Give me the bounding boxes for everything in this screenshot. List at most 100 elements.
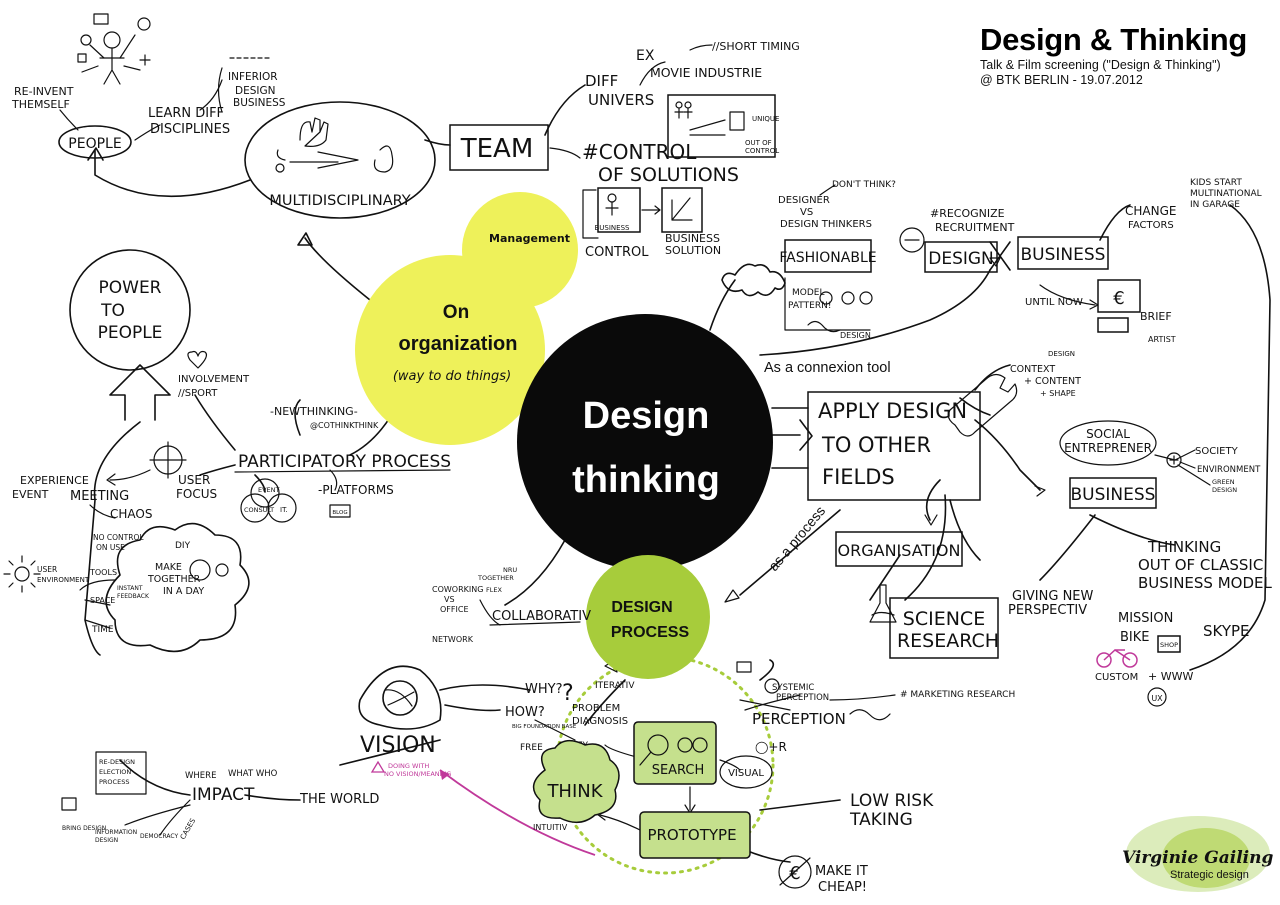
platforms-label: -PLATFORMS xyxy=(318,483,394,497)
systemic-1: SYSTEMIC xyxy=(772,683,814,693)
make-together-2: TOGETHER xyxy=(147,574,201,585)
connexion-tool-label: As a connexion tool xyxy=(764,360,891,376)
warning-1: DOING WITH xyxy=(388,762,429,770)
person-icon xyxy=(77,13,151,85)
collaborativ-label: COLLABORATIV xyxy=(492,609,591,624)
social-2: ENTREPRENER xyxy=(1064,441,1152,455)
participatory-cluster: POWER TO PEOPLE INVOLVEMENT //SPORT -NEW… xyxy=(3,249,451,653)
blog-label: BLOG xyxy=(332,510,347,516)
involvement-1: INVOLVEMENT xyxy=(178,374,250,385)
designer-3: DESIGN THINKERS xyxy=(780,219,872,230)
design-small-label: DESIGN xyxy=(840,331,871,340)
no-control-1: NO CONTROL xyxy=(93,533,144,542)
mission-1: MISSION xyxy=(1118,611,1173,626)
giving-1: GIVING NEW xyxy=(1012,589,1094,604)
consult-label: CONSULT xyxy=(244,506,274,514)
context-1: CONTEXT xyxy=(1010,364,1055,375)
user-env-1: USER xyxy=(37,565,57,574)
header: Design & Thinking Talk & Film screening … xyxy=(980,22,1270,88)
apply-2: TO OTHER xyxy=(821,433,931,457)
instant-feedback-2: FEEDBACK xyxy=(117,593,150,600)
redesign-3: PROCESS xyxy=(99,778,129,786)
make-together-1: MAKE xyxy=(155,562,182,573)
problem-1: PROBLEM xyxy=(572,703,620,714)
design-word: DESIGN xyxy=(928,249,994,269)
democracy-label: DEMOCRACY xyxy=(140,833,179,840)
as-a-process-label: as a process xyxy=(765,503,828,574)
space-label: SPACE xyxy=(90,596,115,605)
context-3: + SHAPE xyxy=(1040,389,1076,398)
make-cheap-2: CHEAP! xyxy=(818,880,867,895)
signature-name: Virginie Gailing xyxy=(1122,848,1274,868)
bring-label: BRING DESIGN xyxy=(62,825,106,832)
iterativ-label: ITERATIV xyxy=(595,681,635,691)
science-1: SCIENCE xyxy=(903,608,985,630)
giving-2: PERSPECTIV xyxy=(1008,603,1087,618)
flask-icon xyxy=(869,584,897,623)
kids-1: KIDS START xyxy=(1190,178,1242,188)
recognize-2: RECRUITMENT xyxy=(935,221,1015,234)
marketing-label: # MARKETING RESEARCH xyxy=(900,690,1015,700)
model-2: PATTERN! xyxy=(788,301,831,311)
movie-industrie: MOVIE INDUSTRIE xyxy=(650,65,762,80)
the-world-label: THE WORLD xyxy=(299,792,379,807)
team-figures-icon xyxy=(674,101,745,136)
nru-label: NRU xyxy=(503,566,517,574)
involvement-2: //SPORT xyxy=(178,388,218,399)
subtitle-line-2: @ BTK BERLIN - 19.07.2012 xyxy=(980,73,1143,87)
it-label: IT. xyxy=(280,506,288,514)
together-2: FLEX xyxy=(486,586,502,594)
impact-label: IMPACT xyxy=(192,785,255,805)
design-process-title-2: PROCESS xyxy=(611,624,690,641)
diy-label: DIY xyxy=(175,541,191,551)
people-cluster: RE-INVENT THEMSELF PEOPLE LEARN DIFF DIS… xyxy=(11,13,436,219)
reinvent-2: THEMSELF xyxy=(11,98,70,111)
business-small: BUSINESS xyxy=(595,224,631,232)
learn-2: DISCIPLINES xyxy=(150,122,230,137)
www-label: + WWW xyxy=(1148,670,1193,683)
recognize-1: #RECOGNIZE xyxy=(930,207,1005,220)
context-2: + CONTENT xyxy=(1024,376,1081,387)
information-2: DESIGN xyxy=(95,837,118,844)
signature-role: Strategic design xyxy=(1170,869,1249,881)
svg-text:◯+R: ◯+R xyxy=(755,740,787,754)
management-label: Management xyxy=(489,232,570,245)
together-1: TOGETHER xyxy=(477,574,514,582)
sun-icon xyxy=(3,555,41,593)
cothinkthink: @COTHINKTHINK xyxy=(310,421,379,430)
control-1: #CONTROL xyxy=(582,140,697,164)
out-of-control-1: OUT OF xyxy=(745,139,772,147)
systemic-2: PERCEPTION xyxy=(776,693,829,703)
why-label: WHY? xyxy=(525,682,562,697)
thinking-out-3: BUSINESS MODEL xyxy=(1138,574,1273,592)
inferior-3: BUSINESS xyxy=(233,97,286,109)
coworking-2: VS xyxy=(444,595,455,604)
learn-1: LEARN DIFF xyxy=(148,106,224,121)
kids-3: IN GARAGE xyxy=(1190,200,1240,210)
apply-3: FIELDS xyxy=(822,465,895,489)
cases-label: CASES xyxy=(179,817,198,841)
business-solution-2: SOLUTION xyxy=(665,244,721,257)
ux-label: UX xyxy=(1151,694,1163,703)
organisation-label: ORGANISATION xyxy=(838,541,961,560)
problem-2: DIAGNOSIS xyxy=(572,716,628,727)
design-thinking-node: Design thinking xyxy=(517,314,773,570)
page-title: Design & Thinking xyxy=(980,22,1248,57)
design-business-cluster: DESIGNER VS DESIGN THINKERS DON'T THINK?… xyxy=(721,178,1262,344)
organization-note: (way to do things) xyxy=(393,369,511,384)
signature-logo: Virginie Gailing Strategic design xyxy=(1118,812,1278,892)
time-label: TIME xyxy=(91,625,114,635)
chaos-label: CHAOS xyxy=(110,507,152,521)
organization-title-2: organization xyxy=(399,333,518,355)
intuitiv-label: INTUITIV xyxy=(533,823,568,832)
apply-design-cluster: APPLY DESIGN TO OTHER FIELDS DESIGN CONT… xyxy=(807,350,1273,707)
make-cheap-1: MAKE IT xyxy=(815,864,868,879)
visual-label: VISUAL xyxy=(728,768,764,779)
business-solution-1: BUSINESS xyxy=(665,232,720,245)
wrench-icon xyxy=(947,373,1018,437)
redesign-2: ELECTION xyxy=(99,768,131,776)
out-of-control-2: CONTROL xyxy=(745,147,779,155)
hand-icon xyxy=(275,117,394,173)
power-2: TO xyxy=(100,301,125,321)
fashionable-label: FASHIONABLE xyxy=(779,250,876,266)
